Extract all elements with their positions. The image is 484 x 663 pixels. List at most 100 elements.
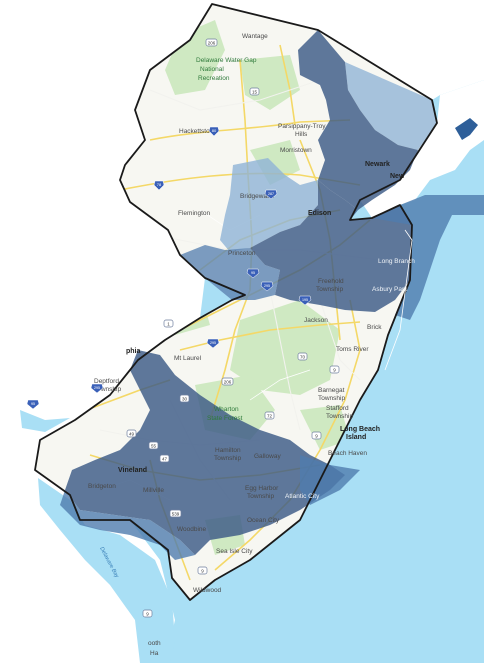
place-label: Atlantic City xyxy=(285,493,320,500)
route-shield-icon: 15 xyxy=(249,87,260,96)
place-label: Toms River xyxy=(336,346,369,353)
route-shield-icon: 55 xyxy=(148,441,159,450)
district-central-dark[interactable] xyxy=(250,180,412,312)
interstate-shield-icon: 78 xyxy=(153,180,165,191)
svg-text:95: 95 xyxy=(31,402,35,406)
place-label: Long Beach xyxy=(340,426,380,433)
svg-text:9: 9 xyxy=(333,368,336,373)
interstate-shield-icon: 195 xyxy=(298,295,312,306)
place-label: Woodbine xyxy=(177,526,207,533)
route-shield-icon: 72 xyxy=(264,411,275,420)
route-shield-icon: 206 xyxy=(221,377,234,386)
svg-text:9: 9 xyxy=(201,569,204,574)
place-label: Island xyxy=(346,434,366,441)
district-central-light[interactable] xyxy=(220,158,318,252)
route-shield-icon: 49 xyxy=(126,429,137,438)
place-label: Bridgeton xyxy=(88,483,116,490)
place-label: Township xyxy=(318,395,345,402)
svg-text:1: 1 xyxy=(167,322,170,327)
place-label: Wharton xyxy=(214,406,239,413)
svg-text:72: 72 xyxy=(267,414,273,419)
district-south-dark[interactable] xyxy=(65,350,345,555)
place-label: Asbury Park xyxy=(372,286,408,293)
place-label: Ocean City xyxy=(247,517,280,524)
svg-text:9: 9 xyxy=(315,434,318,439)
route-shield-icon: 9 xyxy=(197,566,208,575)
place-label: Ha xyxy=(150,650,159,657)
svg-text:49: 49 xyxy=(129,432,135,437)
route-shield-icon: 30 xyxy=(179,394,190,403)
interstate-shield-icon: 295 xyxy=(206,338,220,349)
route-shield-icon: 9 xyxy=(142,609,153,618)
place-label: New xyxy=(390,173,405,180)
place-label: ooth xyxy=(148,640,161,647)
place-label: Princeton xyxy=(228,250,256,257)
svg-text:195: 195 xyxy=(302,298,308,302)
place-label: Long Branch xyxy=(378,258,415,265)
interstate-shield-icon: 295 xyxy=(260,281,274,292)
district-southeast-water xyxy=(300,455,360,505)
svg-text:287: 287 xyxy=(268,192,274,196)
place-label: phia xyxy=(126,348,140,355)
route-shield-icon: 539 xyxy=(169,509,182,518)
long-island-tip xyxy=(455,118,478,140)
place-label: Mt Laurel xyxy=(174,355,202,362)
district-north-light[interactable] xyxy=(345,62,437,150)
svg-text:30: 30 xyxy=(182,397,188,402)
place-label: Deptford xyxy=(94,378,119,385)
district-central-mid[interactable] xyxy=(180,245,280,300)
place-label: Wantage xyxy=(242,33,268,40)
place-label: Wildwood xyxy=(193,587,222,594)
district-south-west-water xyxy=(60,490,195,560)
place-label: Hamilton xyxy=(215,447,241,454)
route-shield-icon: 206 xyxy=(205,38,218,47)
svg-text:55: 55 xyxy=(151,444,157,449)
place-label: Township xyxy=(94,386,121,393)
svg-text:78: 78 xyxy=(157,182,162,187)
interstate-shield-icon: 95 xyxy=(246,268,260,279)
interstate-shield-icon: 295 xyxy=(90,383,104,394)
place-label: Sea Isle City xyxy=(216,548,253,555)
route-shield-icon: 47 xyxy=(159,454,170,463)
place-label: Hackettstown xyxy=(179,128,218,135)
svg-text:95: 95 xyxy=(251,271,255,275)
place-label: Hills xyxy=(295,131,308,138)
road-shields: 206 15 80 78 287 295 195 295 295 95 95 7… xyxy=(26,38,340,618)
place-label: State Forest xyxy=(207,415,243,422)
place-label: Flemington xyxy=(178,210,211,217)
place-label: Township xyxy=(214,455,241,462)
svg-text:295: 295 xyxy=(264,284,270,288)
place-label: Egg Harbor xyxy=(245,485,279,492)
place-label: Township xyxy=(247,493,274,500)
interstate-shield-icon: 287 xyxy=(264,189,278,200)
place-label: Edison xyxy=(308,210,331,217)
district-overlays xyxy=(60,30,484,560)
place-label: Morristown xyxy=(280,147,312,154)
park-label: Delaware Water Gap xyxy=(196,57,257,64)
park-label: National xyxy=(200,66,224,73)
district-north-dark[interactable] xyxy=(298,30,418,210)
place-label: Township xyxy=(316,286,343,293)
svg-text:539: 539 xyxy=(172,512,180,517)
place-label: Parsippany-Troy xyxy=(278,123,326,130)
land-ny xyxy=(360,80,484,218)
interstate-shield-icon: 95 xyxy=(26,399,40,410)
svg-text:80: 80 xyxy=(212,128,217,133)
svg-text:15: 15 xyxy=(252,90,258,95)
place-label: Millville xyxy=(143,487,164,494)
place-label: Bridgewater xyxy=(240,193,276,200)
route-shield-icon: 70 xyxy=(297,352,308,361)
district-shore-water xyxy=(372,195,484,320)
route-shield-icon: 9 xyxy=(311,431,322,440)
place-label: Township xyxy=(326,413,353,420)
place-label: Galloway xyxy=(254,453,281,460)
place-label: Beach Haven xyxy=(328,450,367,457)
svg-text:206: 206 xyxy=(224,380,232,385)
svg-text:295: 295 xyxy=(94,386,100,390)
place-label: Stafford xyxy=(326,405,349,412)
svg-text:47: 47 xyxy=(162,457,168,462)
delaware-bay xyxy=(38,478,175,663)
